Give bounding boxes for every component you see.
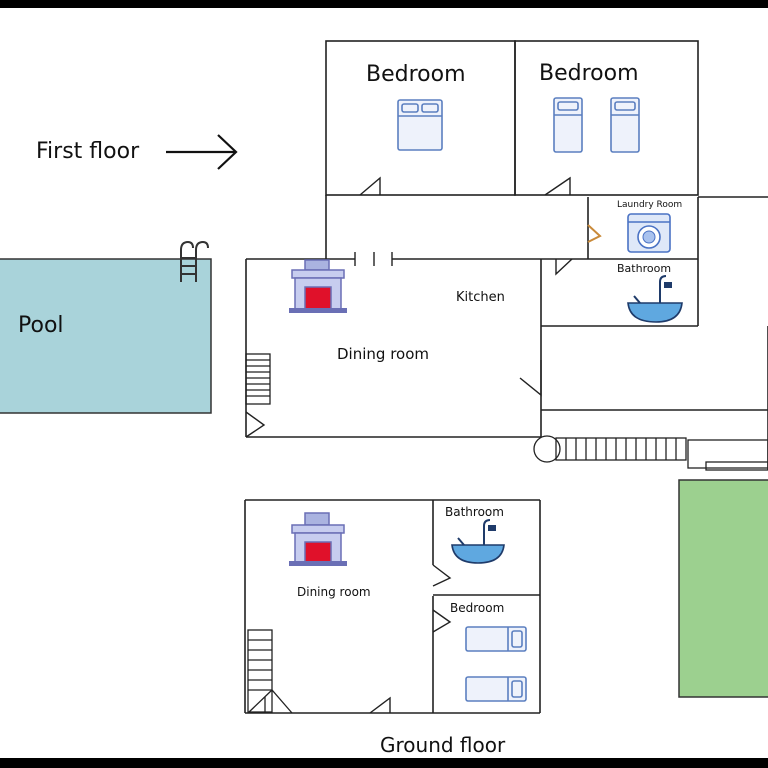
single-bed-icon [610, 97, 640, 153]
bottom-border [0, 758, 768, 768]
lawn-area [678, 479, 768, 698]
fireplace-icon [289, 512, 347, 566]
bathtub-shower-icon [451, 519, 505, 564]
single-bed-icon [465, 626, 527, 652]
single-bed-icon [553, 97, 583, 153]
double-bed-icon [397, 99, 443, 151]
bathtub-shower-icon [627, 275, 683, 323]
arrow-right-icon [166, 134, 238, 170]
washing-machine-icon [627, 213, 671, 253]
single-bed-icon [465, 676, 527, 702]
first-floor-label: First floor [36, 139, 140, 164]
bedroom-label-2: Bedroom [539, 61, 639, 86]
fireplace-icon [289, 259, 347, 313]
bedroom-label-1: Bedroom [366, 62, 466, 87]
ground-floor-stairs [247, 629, 293, 714]
ground-floor-walls [244, 499, 541, 714]
first-floor-doors [245, 176, 573, 438]
outdoor-steps [533, 435, 768, 471]
pool-label: Pool [18, 313, 64, 338]
bathroom-label-lower: Bathroom [445, 505, 504, 519]
laundry-room-label: Laundry Room [617, 200, 683, 210]
dining-room-label-lower: Dining room [297, 585, 371, 599]
bedroom-label-lower: Bedroom [450, 601, 505, 615]
first-floor-stairs [245, 353, 271, 405]
pool-ladder-icon [180, 240, 209, 282]
laundry-door [587, 224, 602, 243]
top-border [0, 0, 768, 8]
kitchen-label: Kitchen [456, 290, 505, 305]
ground-floor-label: Ground floor [380, 733, 506, 757]
first-floor-walls [245, 40, 768, 470]
dining-room-label-upper: Dining room [337, 345, 429, 363]
ground-floor-doors [369, 564, 452, 714]
bathroom-label-upper: Bathroom [617, 262, 672, 275]
pool-area [0, 258, 212, 414]
